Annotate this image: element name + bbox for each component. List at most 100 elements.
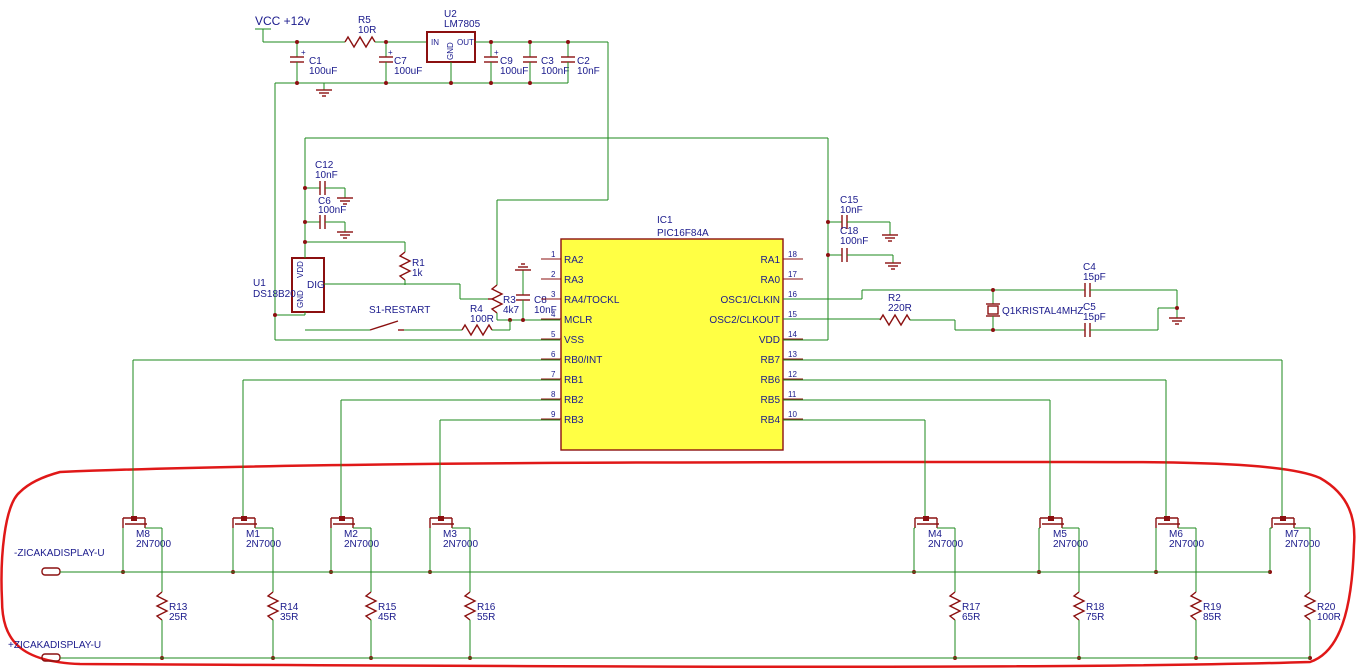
ic-pin-number: 12 bbox=[788, 370, 797, 379]
ic-pin-label: MCLR bbox=[564, 315, 592, 326]
mosfet-value: 2N7000 bbox=[246, 539, 281, 550]
resistor-r4: R4 100R bbox=[461, 304, 494, 337]
svg-text:220R: 220R bbox=[888, 303, 912, 314]
vcc-label: VCC +12v bbox=[255, 14, 310, 28]
svg-text:GND: GND bbox=[446, 42, 455, 60]
ic-left-pins: 1RA22RA33RA4/TOCKL4MCLR5VSS6RB0/INT7RB18… bbox=[541, 250, 620, 426]
resistor-value: 75R bbox=[1086, 612, 1104, 623]
svg-text:100nF: 100nF bbox=[318, 205, 346, 216]
ic-pin-number: 16 bbox=[788, 290, 797, 299]
svg-text:C12: C12 bbox=[315, 160, 334, 171]
svg-text:Q1KRISTAL4MHZ: Q1KRISTAL4MHZ bbox=[1002, 306, 1084, 317]
svg-text:C1: C1 bbox=[309, 56, 322, 67]
svg-text:C2: C2 bbox=[577, 56, 590, 67]
mosfet-value: 2N7000 bbox=[136, 539, 171, 550]
svg-text:+: + bbox=[388, 48, 393, 57]
resistor-r1: R1 1k bbox=[398, 251, 425, 281]
svg-text:C4: C4 bbox=[1083, 262, 1096, 273]
svg-text:U2: U2 bbox=[444, 9, 457, 20]
mosfet-value: 2N7000 bbox=[928, 539, 963, 550]
display-drivers: M82N7000M12N7000M22N7000M32N7000M42N7000… bbox=[121, 516, 1341, 660]
highlight-outline bbox=[0, 460, 1356, 669]
svg-text:C15: C15 bbox=[840, 195, 859, 206]
oscillator-section: C15 10nF C18 100nF bbox=[783, 195, 1185, 341]
svg-text:100nF: 100nF bbox=[541, 66, 569, 77]
mosfet-value: 2N7000 bbox=[1169, 539, 1204, 550]
sensor-u1: U1 DS18B20 VDD DIG GND bbox=[253, 257, 325, 313]
resistor-r2: R2 220R bbox=[879, 293, 912, 327]
svg-text:10R: 10R bbox=[358, 25, 376, 36]
svg-text:R1: R1 bbox=[412, 258, 425, 269]
ic-pin-label: RB6 bbox=[761, 375, 781, 386]
svg-text:LM7805: LM7805 bbox=[444, 19, 481, 30]
svg-text:C7: C7 bbox=[394, 56, 407, 67]
svg-text:+ZICAKADISPLAY-U: +ZICAKADISPLAY-U bbox=[8, 640, 101, 651]
capacitor-c12: C12 10nF bbox=[315, 160, 338, 195]
ic-pin-number: 10 bbox=[788, 410, 797, 419]
portb-routing bbox=[132, 359, 1283, 518]
ic-pin-number: 7 bbox=[551, 370, 556, 379]
ic-pin-number: 2 bbox=[551, 270, 556, 279]
svg-text:10nF: 10nF bbox=[577, 66, 600, 77]
ic-pin-number: 4 bbox=[551, 310, 556, 319]
mosfet-value: 2N7000 bbox=[1285, 539, 1320, 550]
svg-text:100R: 100R bbox=[470, 314, 494, 325]
mosfet-value: 2N7000 bbox=[1053, 539, 1088, 550]
svg-text:GND: GND bbox=[296, 290, 305, 308]
ic-pin-label: OSC1/CLKIN bbox=[721, 295, 780, 306]
mosfet-name: M7 bbox=[1285, 529, 1299, 540]
mosfet-name: M6 bbox=[1169, 529, 1183, 540]
svg-text:C9: C9 bbox=[500, 56, 513, 67]
ic-pin-label: RB0/INT bbox=[564, 355, 602, 366]
crystal-q1: Q1KRISTAL4MHZ bbox=[986, 303, 1084, 317]
svg-text:U1: U1 bbox=[253, 278, 266, 289]
resistor-value: 65R bbox=[962, 612, 980, 623]
svg-text:IC1: IC1 bbox=[657, 215, 673, 226]
svg-text:C6: C6 bbox=[318, 196, 331, 207]
svg-text:-ZICAKADISPLAY-U: -ZICAKADISPLAY-U bbox=[14, 548, 105, 559]
resistor-name: R15 bbox=[378, 602, 397, 613]
svg-text:R2: R2 bbox=[888, 293, 901, 304]
capacitor-c15: C15 10nF bbox=[840, 195, 863, 229]
resistor-r5: R5 10R bbox=[344, 15, 376, 49]
ic-pin-number: 14 bbox=[788, 330, 797, 339]
supply-wiring: C12 10nF C6 100nF U1 bbox=[253, 83, 829, 341]
ic-pin-label: RB7 bbox=[761, 355, 781, 366]
ic-pin-label: RA4/TOCKL bbox=[564, 295, 620, 306]
potentiometer-r3: R3 4k7 bbox=[488, 284, 520, 316]
ic-pin-label: RB4 bbox=[761, 415, 781, 426]
ic-pin-label: VSS bbox=[564, 335, 584, 346]
svg-text:10nF: 10nF bbox=[315, 170, 338, 181]
switch-s1: S1-RESTART bbox=[369, 305, 430, 331]
resistor-value: 35R bbox=[280, 612, 298, 623]
mosfet-name: M8 bbox=[136, 529, 150, 540]
ground-symbol bbox=[515, 263, 531, 271]
resistor-value: 45R bbox=[378, 612, 396, 623]
resistor-name: R14 bbox=[280, 602, 299, 613]
ic-pin-label: RB5 bbox=[761, 395, 781, 406]
resistor-value: 25R bbox=[169, 612, 187, 623]
svg-text:10nF: 10nF bbox=[534, 305, 557, 316]
ground-symbol bbox=[885, 262, 901, 270]
capacitor-c5: C5 15pF bbox=[1083, 302, 1106, 337]
ground-symbol bbox=[1169, 317, 1185, 325]
capacitor-c18: C18 100nF bbox=[840, 226, 868, 262]
resistor-name: R17 bbox=[962, 602, 981, 613]
svg-text:VDD: VDD bbox=[296, 261, 305, 278]
